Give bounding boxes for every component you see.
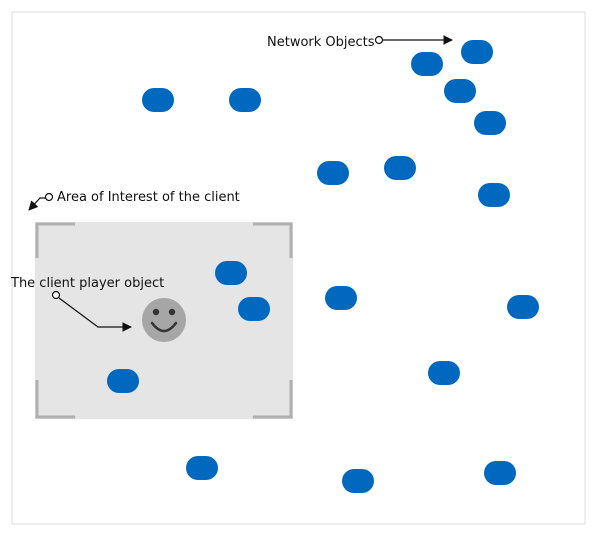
network-object <box>142 88 174 112</box>
network-object <box>107 369 139 393</box>
network-object <box>325 286 357 310</box>
network-object <box>474 111 506 135</box>
network-object <box>342 469 374 493</box>
network-object <box>229 88 261 112</box>
smiley-face-icon <box>142 298 186 342</box>
label-area-of-interest: Area of Interest of the client <box>57 190 240 205</box>
network-object <box>428 361 460 385</box>
callout-arrow-client-player <box>58 297 132 332</box>
network-object <box>461 40 493 64</box>
network-object <box>484 461 516 485</box>
network-object <box>238 297 270 321</box>
callout-dot-area-of-interest <box>44 192 54 202</box>
network-object <box>317 161 349 185</box>
network-object <box>444 79 476 103</box>
network-object <box>411 52 443 76</box>
area-corner-marks <box>35 222 293 419</box>
label-network-objects: Network Objects <box>267 35 375 50</box>
network-objects-group <box>107 40 539 493</box>
callout-dot-network-objects <box>374 35 384 45</box>
network-object <box>507 295 539 319</box>
network-object <box>186 456 218 480</box>
callout-arrow-area-of-interest <box>28 197 46 211</box>
network-object <box>478 183 510 207</box>
callout-dot-client-player <box>51 290 61 300</box>
label-client-player: The client player object <box>10 276 164 291</box>
network-object <box>384 156 416 180</box>
network-object <box>215 261 247 285</box>
